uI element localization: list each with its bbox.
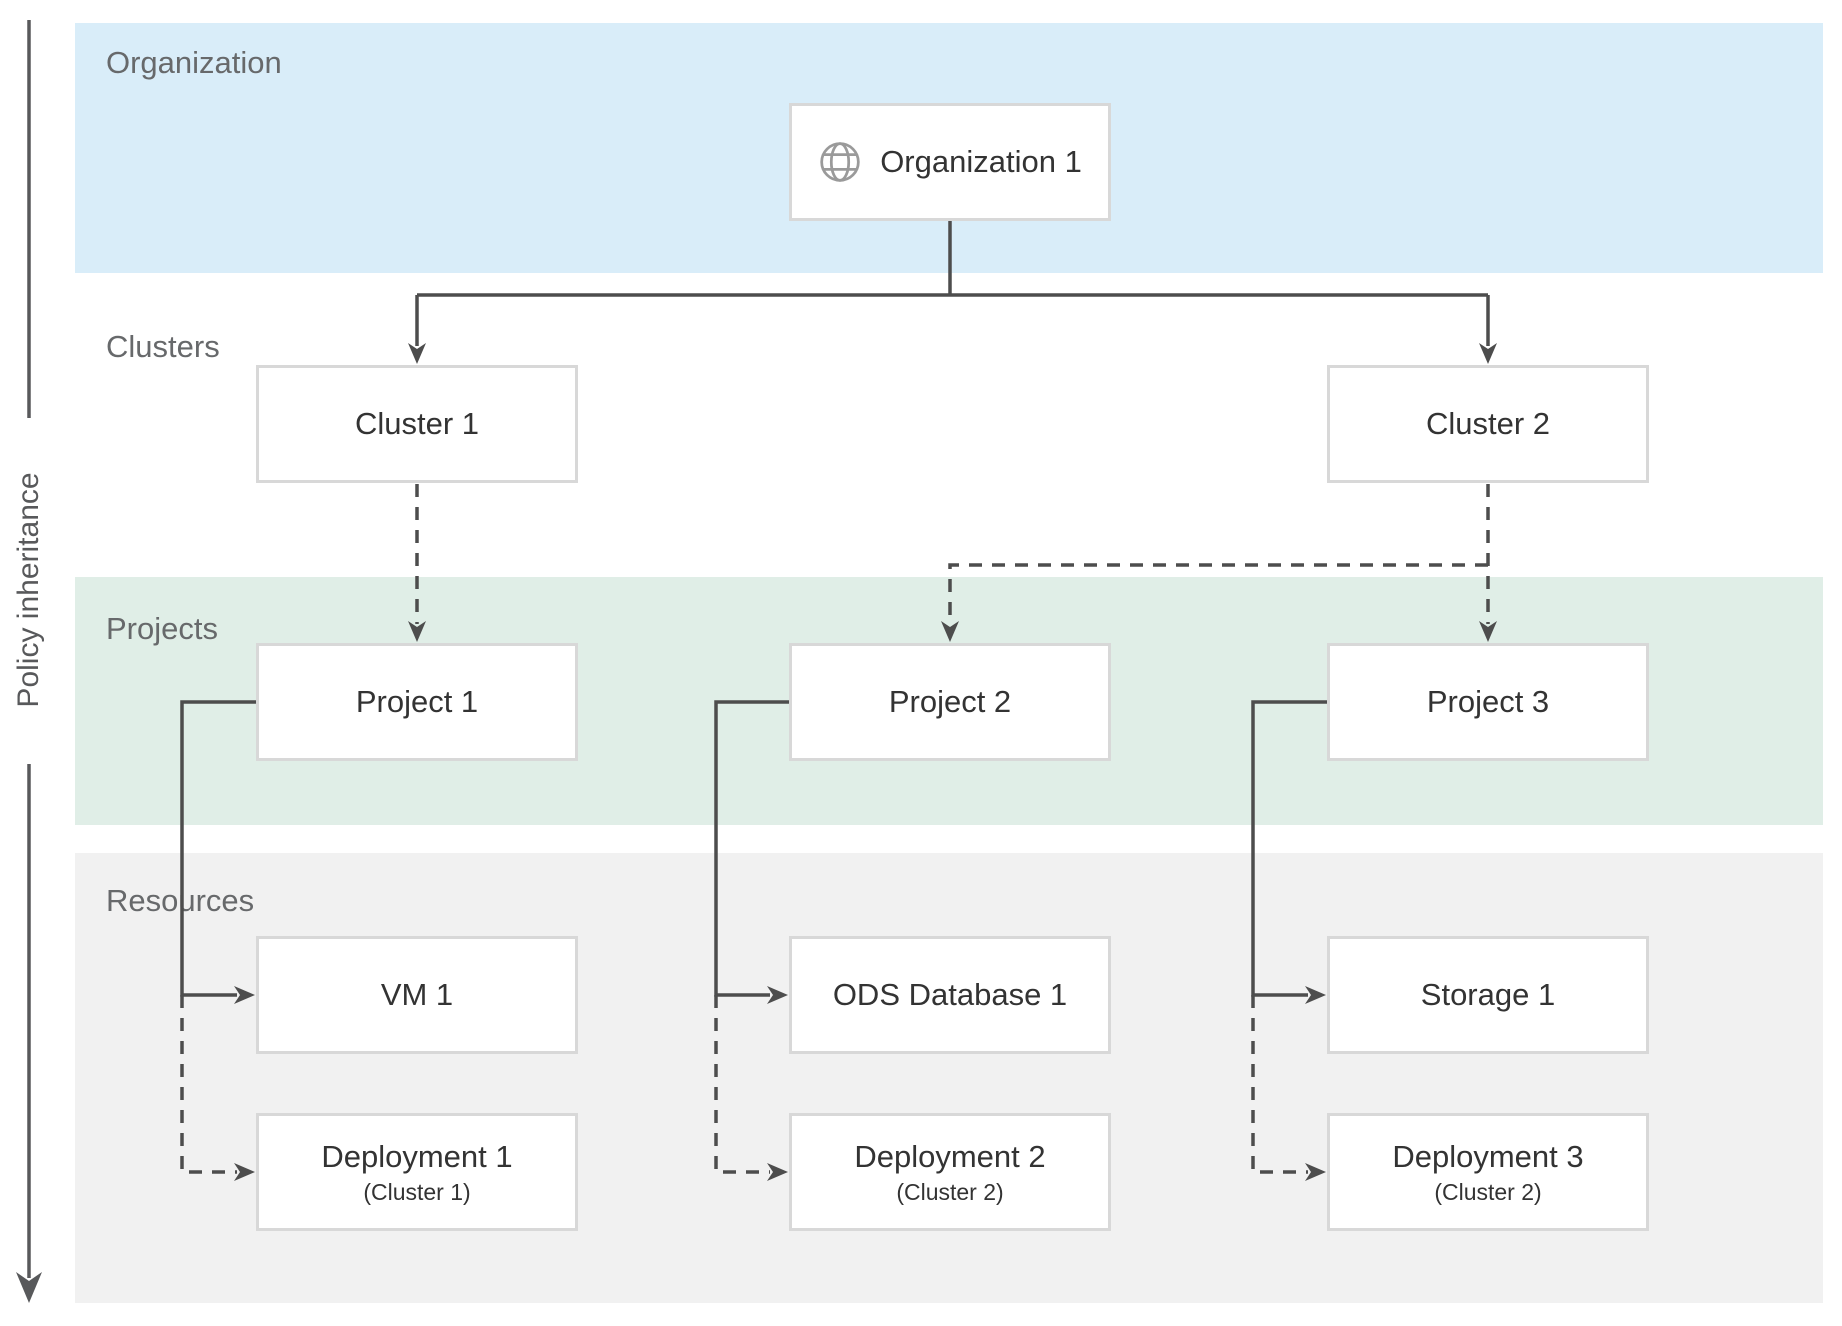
node-label: Organization 1 <box>880 144 1082 179</box>
band-clusters-label: Clusters <box>106 329 220 364</box>
arrowhead-storage1-icon <box>1305 986 1326 1004</box>
arrowhead-deployment2-icon <box>767 1163 788 1181</box>
node-label: Project 2 <box>888 684 1012 719</box>
node-sublabel: (Cluster 1) <box>363 1178 471 1205</box>
arrowhead-vm1-icon <box>234 986 255 1004</box>
arrowhead-cluster2-icon <box>1479 343 1497 364</box>
globe-icon <box>818 140 862 184</box>
node-label: ODS Database 1 <box>832 977 1068 1012</box>
connector-project2-to-odsdb1 <box>714 700 789 997</box>
arrowhead-project3-icon <box>1479 621 1497 642</box>
node-ods-database-1: ODS Database 1 <box>789 936 1111 1054</box>
arrowhead-cluster1-icon <box>408 343 426 364</box>
node-label: Cluster 1 <box>354 406 480 441</box>
band-organization-label: Organization <box>106 45 282 80</box>
connector-project2-to-deployment2 <box>714 995 770 1174</box>
policy-inheritance-arrowhead-icon <box>16 1272 42 1303</box>
node-label: VM 1 <box>380 977 454 1012</box>
node-label: Project 1 <box>355 684 479 719</box>
node-cluster-1: Cluster 1 <box>256 365 578 483</box>
arrowhead-deployment1-icon <box>234 1163 255 1181</box>
node-label: Deployment 1 <box>321 1138 513 1174</box>
node-deployment-2: Deployment 2 (Cluster 2) <box>789 1113 1111 1231</box>
node-label: Storage 1 <box>1420 977 1556 1012</box>
node-storage-1: Storage 1 <box>1327 936 1649 1054</box>
arrowhead-deployment3-icon <box>1305 1163 1326 1181</box>
node-cluster-2: Cluster 2 <box>1327 365 1649 483</box>
node-label: Deployment 3 <box>1392 1138 1584 1174</box>
node-organization-1: Organization 1 <box>789 103 1111 221</box>
node-deployment-3: Deployment 3 (Cluster 2) <box>1327 1113 1649 1231</box>
dashed-connectors <box>180 484 1490 1174</box>
node-label: Project 3 <box>1426 684 1550 719</box>
band-projects-label: Projects <box>106 611 218 646</box>
connector-project3-to-deployment3 <box>1251 995 1308 1174</box>
node-project-3: Project 3 <box>1327 643 1649 761</box>
node-label: Cluster 2 <box>1425 406 1551 441</box>
arrowheads <box>234 343 1497 1181</box>
node-project-1: Project 1 <box>256 643 578 761</box>
solid-connectors <box>180 221 1490 997</box>
connector-cluster2-to-project2 <box>948 563 1488 624</box>
node-label: Deployment 2 <box>854 1138 1046 1174</box>
connector-project1-to-vm1 <box>180 700 256 997</box>
arrowhead-odsdb1-icon <box>767 986 788 1004</box>
node-deployment-1: Deployment 1 (Cluster 1) <box>256 1113 578 1231</box>
node-vm-1: VM 1 <box>256 936 578 1054</box>
node-project-2: Project 2 <box>789 643 1111 761</box>
band-resources-label: Resources <box>106 883 255 918</box>
arrowhead-project1-icon <box>408 621 426 642</box>
node-sublabel: (Cluster 2) <box>1434 1178 1542 1205</box>
node-sublabel: (Cluster 2) <box>896 1178 1004 1205</box>
connector-project1-to-deployment1 <box>180 995 237 1174</box>
connector-project3-to-storage1 <box>1251 700 1327 997</box>
arrowhead-project2-icon <box>941 621 959 642</box>
